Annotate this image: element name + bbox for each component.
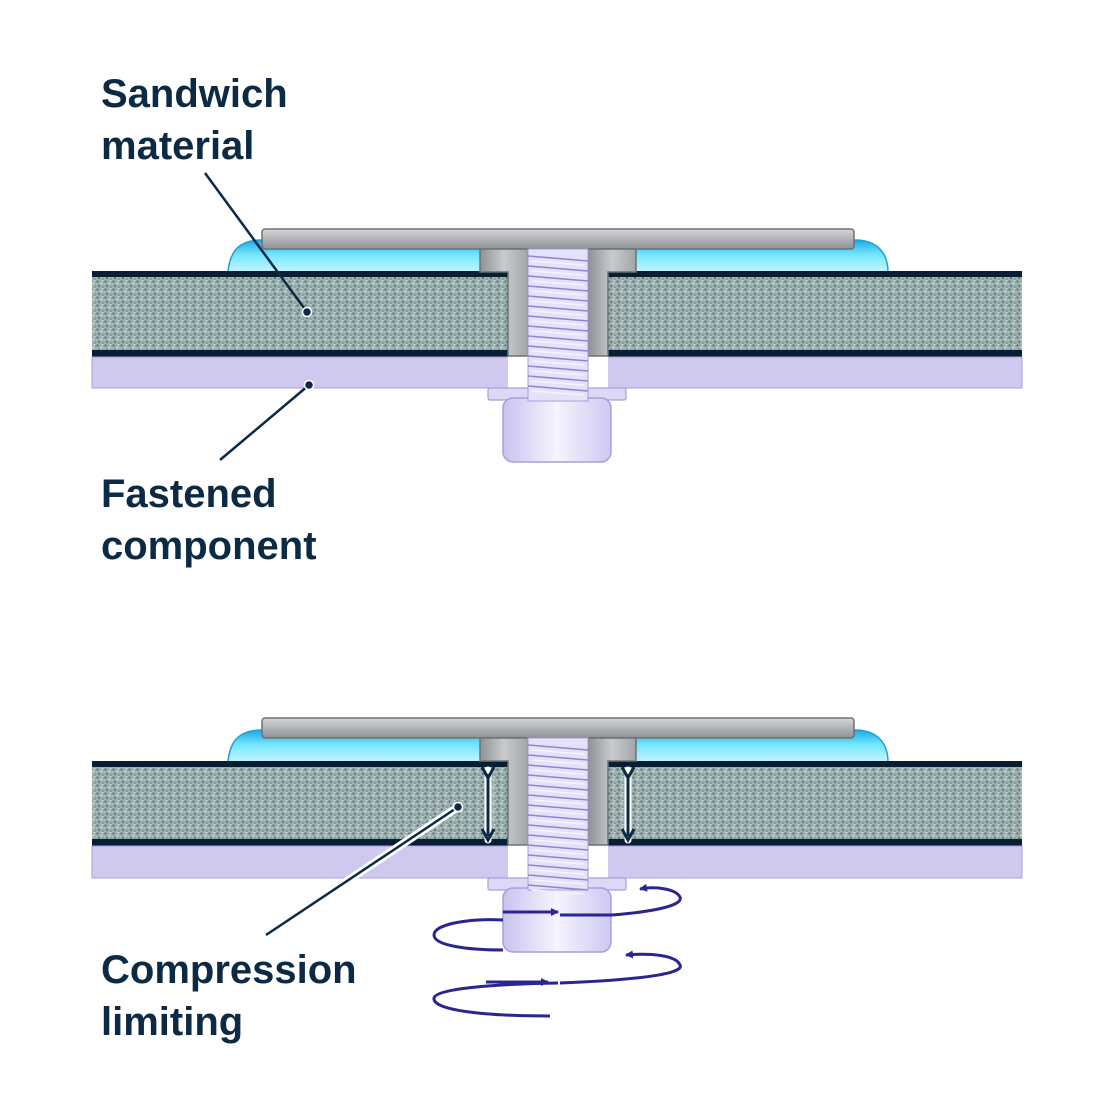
thread-highlight	[531, 749, 585, 755]
thread-line	[527, 874, 589, 881]
bottom-flange-plate	[261, 717, 855, 739]
thread-highlight	[531, 879, 585, 885]
thread-line	[527, 265, 589, 272]
thread-line	[527, 774, 589, 781]
thread-line	[527, 305, 589, 312]
thread-line	[527, 375, 589, 382]
thread-highlight	[531, 889, 585, 895]
thread-line	[527, 335, 589, 342]
thread-line	[527, 834, 589, 841]
thread-highlight	[531, 290, 585, 296]
thread-highlight	[531, 809, 585, 815]
thread-highlight	[531, 799, 585, 805]
thread-line	[527, 345, 589, 352]
thread-line	[527, 315, 589, 322]
thread-highlight	[531, 330, 585, 336]
thread-highlight	[531, 260, 585, 266]
bottom-bolt-threads	[527, 744, 589, 895]
fastened-component-label: Fastened component	[101, 468, 317, 572]
top-flange-plate	[261, 228, 855, 250]
leader-sandwich-material	[203, 172, 313, 318]
thread-line	[527, 275, 589, 282]
sandwich-material-label: Sandwich material	[101, 68, 288, 172]
thread-line	[527, 804, 589, 811]
thread-line	[527, 365, 589, 372]
top-nut-body	[502, 397, 612, 463]
thread-highlight	[531, 320, 585, 326]
thread-highlight	[531, 759, 585, 765]
leader-fastened-component	[219, 379, 315, 461]
thread-highlight	[531, 390, 585, 396]
thread-line	[527, 744, 589, 751]
sandwich-material-label-line2: material	[101, 124, 255, 168]
compression-limiting-label-line1: Compression	[101, 948, 357, 992]
thread-line	[527, 255, 589, 262]
thread-highlight	[531, 360, 585, 366]
bottom-nut-body	[502, 887, 612, 953]
thread-line	[527, 884, 589, 891]
thread-line	[527, 754, 589, 761]
thread-highlight	[531, 839, 585, 845]
thread-line	[527, 764, 589, 771]
thread-highlight	[531, 869, 585, 875]
thread-line	[527, 824, 589, 831]
fastened-component-label-line1: Fastened	[101, 472, 277, 516]
thread-highlight	[531, 829, 585, 835]
thread-highlight	[531, 859, 585, 865]
thread-highlight	[531, 849, 585, 855]
bottom-assembly	[91, 717, 1023, 1018]
thread-line	[527, 325, 589, 332]
top-bolt-threads	[527, 255, 589, 396]
compression-limiting-label-line2: limiting	[101, 1000, 244, 1044]
thread-highlight	[531, 779, 585, 785]
thread-highlight	[531, 380, 585, 386]
thread-highlight	[531, 370, 585, 376]
thread-highlight	[531, 769, 585, 775]
thread-highlight	[531, 789, 585, 795]
thread-line	[527, 844, 589, 851]
rotation-arrows-icon	[432, 883, 682, 1018]
thread-highlight	[531, 819, 585, 825]
thread-highlight	[531, 270, 585, 276]
thread-line	[527, 854, 589, 861]
thread-line	[527, 385, 589, 392]
thread-line	[527, 285, 589, 292]
thread-line	[527, 864, 589, 871]
thread-highlight	[531, 310, 585, 316]
thread-line	[527, 814, 589, 821]
thread-line	[527, 784, 589, 791]
sandwich-material-label-line1: Sandwich	[101, 72, 288, 116]
compression-limiting-label: Compression limiting	[101, 944, 357, 1048]
top-assembly	[91, 228, 1023, 463]
leader-compression-limiting	[263, 801, 464, 939]
thread-line	[527, 794, 589, 801]
thread-highlight	[531, 350, 585, 356]
thread-highlight	[531, 340, 585, 346]
leader-lines	[203, 172, 464, 939]
thread-highlight	[531, 300, 585, 306]
thread-line	[527, 295, 589, 302]
thread-highlight	[531, 280, 585, 286]
thread-line	[527, 355, 589, 362]
fastened-component-label-line2: component	[101, 524, 317, 568]
